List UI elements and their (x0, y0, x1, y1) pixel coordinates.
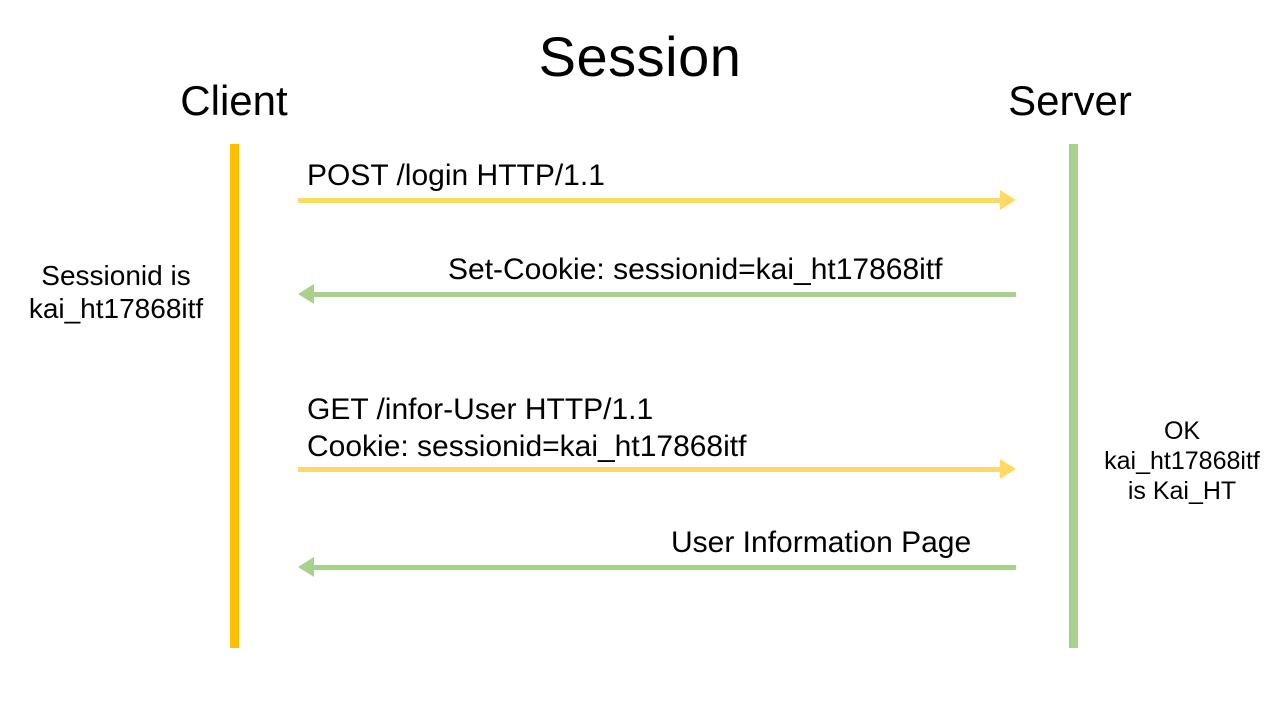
note-client-line-1: Sessionid is (41, 260, 191, 291)
note-client-line-2: kai_ht17868itf (28, 293, 204, 325)
arrow-head-right-icon (1000, 459, 1016, 479)
lifeline-server (1069, 144, 1078, 648)
page-title: Session (538, 25, 742, 88)
arrow-shaft-icon (314, 565, 1016, 570)
note-server-line-3: is Kai_HT (1127, 477, 1237, 505)
message-caption-get-line-2: Cookie: sessionid=kai_ht17868itf (307, 429, 747, 463)
actor-label-server: Server (1008, 77, 1132, 124)
note-server-line-2: kai_ht17868itf (1104, 447, 1260, 475)
arrow-shaft-icon (298, 467, 1002, 472)
note-server-line-1: OK (1163, 417, 1201, 445)
message-caption-set-cookie: Set-Cookie: sessionid=kai_ht17868itf (448, 253, 943, 286)
arrow-head-right-icon (1000, 190, 1016, 210)
actor-label-client: Client (180, 77, 288, 124)
arrow-head-left-icon (298, 557, 314, 577)
message-caption-user-information-page: User Information Page (671, 526, 972, 559)
message-caption-post-login: POST /login HTTP/1.1 (307, 159, 605, 192)
arrow-shaft-icon (314, 292, 1016, 297)
note-server-ok: OK kai_ht17868itf is Kai_HT (1084, 416, 1280, 506)
lifeline-client (230, 144, 239, 648)
message-caption-get-line-1: GET /infor-User HTTP/1.1 (307, 393, 654, 426)
note-client-sessionid: Sessionid is kai_ht17868itf (0, 259, 232, 325)
message-caption-get-infor-user: GET /infor-User HTTP/1.1 Cookie: session… (307, 392, 746, 465)
arrow-head-left-icon (298, 284, 314, 304)
arrow-shaft-icon (298, 198, 1002, 203)
